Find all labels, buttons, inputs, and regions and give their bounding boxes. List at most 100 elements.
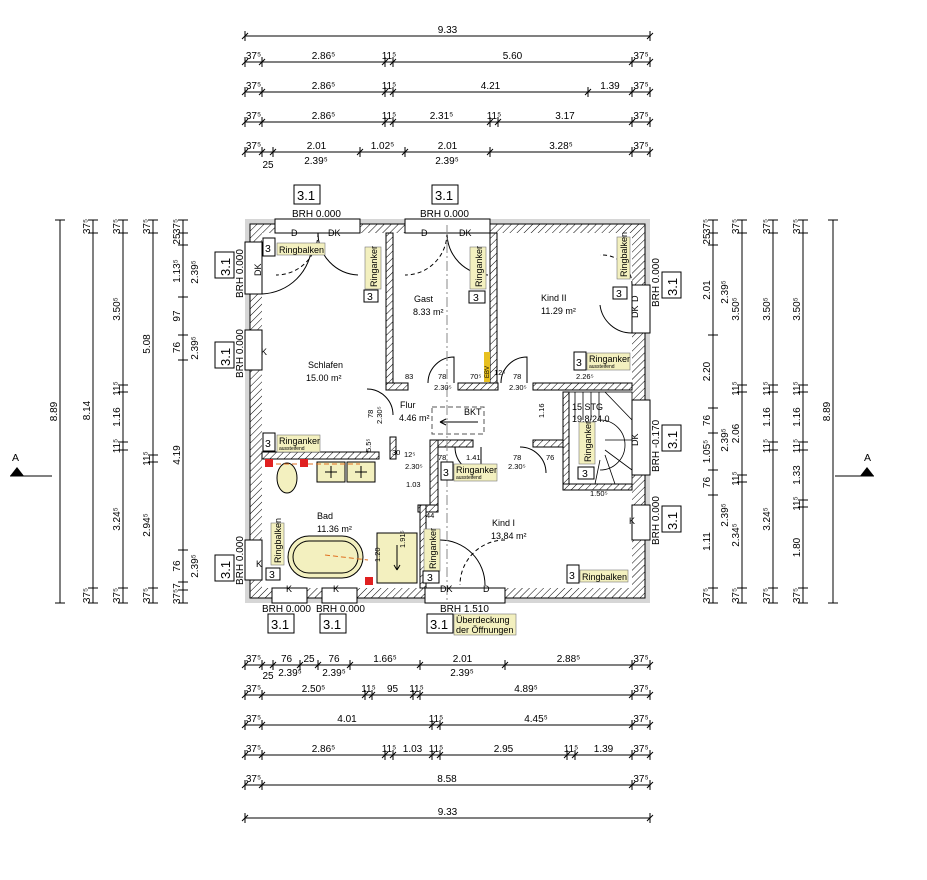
svg-text:3.1: 3.1	[430, 617, 448, 632]
dimension-label: 37⁵	[246, 654, 261, 665]
svg-text:BRH 0.000: BRH 0.000	[235, 329, 246, 378]
svg-text:2.30⁵: 2.30⁵	[509, 383, 527, 392]
ringanker-tag-bad: 3 Ringanker aussteifend	[262, 432, 321, 453]
dimension-label: 37⁵	[702, 588, 713, 603]
dimension-label: 11⁵	[409, 684, 424, 695]
dimension-label: 11⁵	[112, 381, 123, 396]
dimension-label: 2.88⁵	[557, 654, 581, 665]
dimension-label: 1.05⁵	[702, 440, 713, 464]
dimension-label: 11⁵	[382, 51, 397, 62]
dimension-label: 97	[172, 310, 183, 322]
dimension-sub-label: 25	[262, 160, 274, 171]
stairs-ratio: 19.8/24.0	[572, 414, 610, 424]
svg-text:Ringanker: Ringanker	[456, 465, 497, 475]
stairs-steps: 15 STG	[572, 402, 603, 412]
svg-text:Ringanker: Ringanker	[428, 528, 438, 569]
svg-text:3.1: 3.1	[218, 348, 233, 366]
ringanker-tag-stairs: Ringanker 3	[577, 421, 596, 480]
svg-text:A: A	[864, 452, 871, 464]
dimension-label: 2.01	[702, 280, 713, 300]
svg-text:3: 3	[265, 243, 271, 255]
opening-labels: D DK D DK DK D DK DK DK D K K K K K	[253, 228, 640, 594]
dimension-label: 37⁵	[633, 51, 648, 62]
svg-text:78: 78	[438, 372, 446, 381]
dimension-label: 4.01	[337, 714, 357, 725]
svg-text:K: K	[286, 584, 292, 594]
ringbalken-tag-kind1: 3 Ringbalken	[566, 564, 629, 584]
dimension-label: 11⁵	[142, 451, 153, 466]
svg-text:BRH 0.000: BRH 0.000	[235, 536, 246, 585]
dimension-label: 37⁵	[633, 684, 648, 695]
dimension-label: 37⁵	[792, 219, 803, 234]
ringanker-tag-kind2: 3 Ringanker aussteifend	[573, 351, 631, 371]
svg-text:70⁵: 70⁵	[470, 372, 481, 381]
svg-text:12⁵: 12⁵	[404, 450, 415, 459]
inner-dim-5-5: 5.5⁵	[364, 438, 373, 452]
dimension-label: 1.39	[594, 744, 614, 755]
dimension-label: 5.60	[503, 51, 523, 62]
svg-text:Ringbalken: Ringbalken	[619, 232, 629, 277]
dimension-label: 8.58	[437, 774, 457, 785]
dimension-label: 2.01	[307, 141, 327, 152]
interior-walls	[261, 232, 633, 589]
dimension-label: 3.50⁵	[762, 297, 773, 321]
dimension-label: 1.80	[792, 537, 803, 557]
ringbalken-tag-bad: Ringbalken 3	[265, 518, 285, 581]
dimension-label: 2.50⁵	[302, 684, 326, 695]
dimension-label: 2.94⁵	[142, 513, 153, 537]
dimension-label: 25	[702, 233, 713, 245]
dimension-label: 37⁵	[702, 219, 713, 234]
dimension-label: 2.95	[494, 744, 514, 755]
dimension-label: 3.50⁵	[112, 297, 123, 321]
svg-text:aussteifend: aussteifend	[589, 364, 615, 370]
svg-text:DK: DK	[630, 305, 640, 318]
dimension-label: 3.50⁵	[731, 297, 742, 321]
dimension-label: 37⁵	[633, 744, 648, 755]
svg-text:aussteifend: aussteifend	[456, 475, 482, 481]
svg-text:78: 78	[366, 410, 375, 418]
svg-text:3: 3	[616, 288, 622, 300]
dimension-sub-label: 2.39⁵	[322, 668, 346, 679]
dimension-label: 2.86⁵	[312, 111, 336, 122]
svg-text:3: 3	[582, 468, 588, 480]
section-marker-right: A	[835, 452, 874, 477]
ebv-box	[484, 352, 490, 382]
svg-text:Ringbalken: Ringbalken	[582, 572, 627, 582]
dimension-label: 1.13⁵	[172, 259, 183, 283]
dimension-label: 25	[172, 233, 183, 245]
dimension-label: 37⁵	[172, 589, 183, 604]
staircase	[568, 391, 633, 485]
svg-text:K: K	[629, 516, 635, 526]
bkt-label: BKT	[464, 407, 482, 417]
svg-text:3: 3	[265, 438, 271, 450]
svg-text:DK: DK	[328, 228, 341, 238]
dimension-label: 4.19	[172, 445, 183, 465]
dimension-label: 1.02⁵	[371, 141, 395, 152]
dimension-label: 11⁵	[429, 714, 444, 725]
ebv-label: EBV	[485, 366, 491, 378]
ringbalken-tag-kind2: Ringbalken 3	[612, 232, 631, 300]
dimension-label: 11⁵	[382, 744, 397, 755]
svg-text:Ringanker: Ringanker	[589, 354, 630, 364]
dimension-label: 37⁵	[762, 588, 773, 603]
dimension-sub-label: 2.39⁵	[435, 156, 459, 167]
dimension-label: 37⁵	[633, 654, 648, 665]
svg-text:3: 3	[576, 357, 582, 369]
room-area-kind1: 13.84 m²	[491, 531, 527, 541]
room-area-bad: 11.36 m²	[317, 524, 352, 534]
dimension-label: 37⁵	[731, 588, 742, 603]
svg-text:3: 3	[569, 570, 575, 582]
dimension-sub-label: 2.39⁵	[190, 260, 201, 284]
brh-markers: BRH 0.000 3.1 BRH 0.000 3.1 BRH 0.000 3.…	[214, 184, 682, 636]
dimension-label: 37⁵	[246, 714, 261, 725]
svg-text:1.03: 1.03	[406, 480, 421, 489]
dimension-sub-label: 25	[262, 671, 274, 682]
dimension-label: 37⁵	[633, 714, 648, 725]
dimension-label: 1.11	[702, 532, 713, 551]
dimension-sub-label: 2.39⁵	[190, 336, 201, 360]
dimension-sub-label: 2.39⁵	[720, 280, 731, 304]
svg-text:1.50⁵: 1.50⁵	[590, 489, 608, 498]
svg-text:K: K	[261, 347, 267, 357]
dimension-label: 37⁵	[246, 744, 261, 755]
